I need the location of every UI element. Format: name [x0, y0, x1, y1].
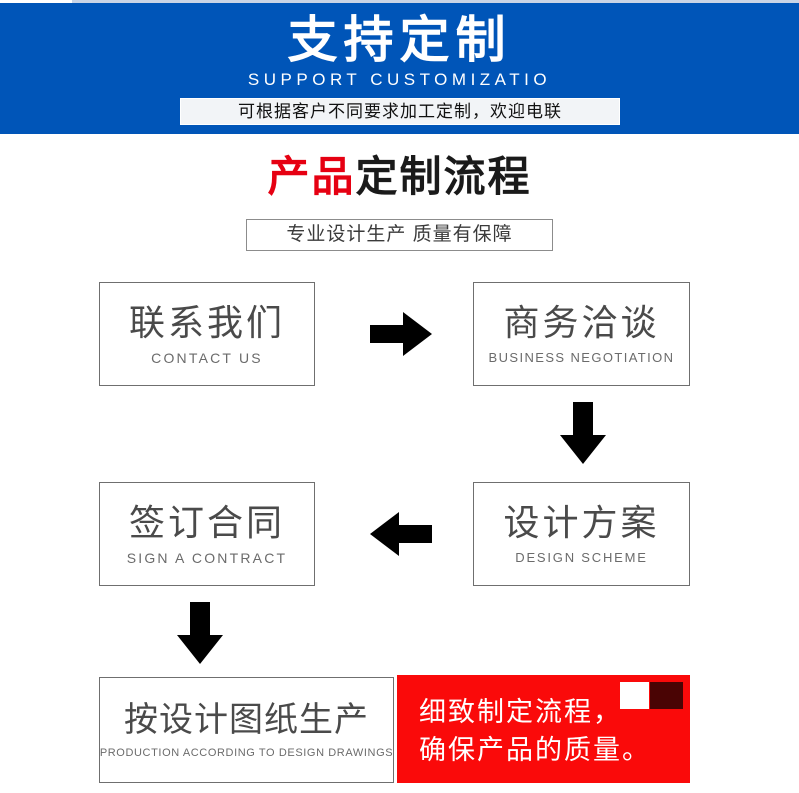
- header-tagline-text: 可根据客户不同要求加工定制，欢迎电联: [238, 102, 562, 121]
- flow-step-design-scheme-en: DESIGN SCHEME: [515, 549, 648, 565]
- flow-step-contact-us: 联系我们 CONTACT US: [99, 282, 315, 386]
- page-title-highlight: 产品: [267, 153, 356, 200]
- header-title-en: SUPPORT CUSTOMIZATIO: [247, 70, 552, 89]
- flow-step-contact-us-cn: 联系我们: [128, 301, 285, 343]
- header-banner: 支持定制 SUPPORT CUSTOMIZATIO 可根据客户不同要求加工定制，…: [0, 3, 799, 134]
- page-title-rest: 定制流程: [355, 153, 532, 200]
- arrow-left-icon: [370, 512, 432, 556]
- promo-square-white-icon: [620, 682, 649, 709]
- flow-step-contact-us-en: CONTACT US: [151, 349, 263, 366]
- header-tagline-bar: 可根据客户不同要求加工定制，欢迎电联: [180, 98, 620, 125]
- flow-step-sign-a-contract-cn: 签订合同: [128, 501, 285, 543]
- flow-step-business-negotiation: 商务洽谈 BUSINESS NEGOTIATION: [473, 282, 690, 386]
- header-top-strip-right: [72, 0, 799, 3]
- promo-square-dark-icon: [650, 682, 683, 709]
- header-title-cn: 支持定制: [287, 12, 512, 68]
- promo-line-1: 细致制定流程，: [419, 697, 622, 727]
- flow-step-business-negotiation-cn: 商务洽谈: [503, 301, 660, 343]
- arrow-right-icon: [370, 312, 432, 356]
- flow-step-sign-a-contract-en: SIGN A CONTRACT: [126, 549, 288, 566]
- flow-step-sign-a-contract: 签订合同 SIGN A CONTRACT: [99, 482, 315, 586]
- arrow-down-icon: [177, 602, 223, 664]
- header-top-strip: [0, 0, 799, 3]
- promo-panel: 细致制定流程， 确保产品的质量。: [397, 675, 690, 783]
- page-title: 产品定制流程: [0, 152, 799, 202]
- flow-step-business-negotiation-en: BUSINESS NEGOTIATION: [488, 349, 675, 365]
- page-subtitle-box: 专业设计生产 质量有保障: [246, 219, 553, 251]
- page-subtitle-text: 专业设计生产 质量有保障: [286, 224, 513, 245]
- arrow-down-icon: [560, 402, 606, 464]
- flow-step-design-scheme-cn: 设计方案: [503, 501, 660, 543]
- flow-step-production-cn: 按设计图纸生产: [124, 701, 369, 739]
- flow-step-design-scheme: 设计方案 DESIGN SCHEME: [473, 482, 690, 586]
- flow-step-production: 按设计图纸生产 PRODUCTION ACCORDING TO DESIGN D…: [99, 677, 394, 783]
- promo-line-2: 确保产品的质量。: [419, 735, 651, 765]
- flow-step-production-en: PRODUCTION ACCORDING TO DESIGN DRAWINGS: [99, 747, 394, 759]
